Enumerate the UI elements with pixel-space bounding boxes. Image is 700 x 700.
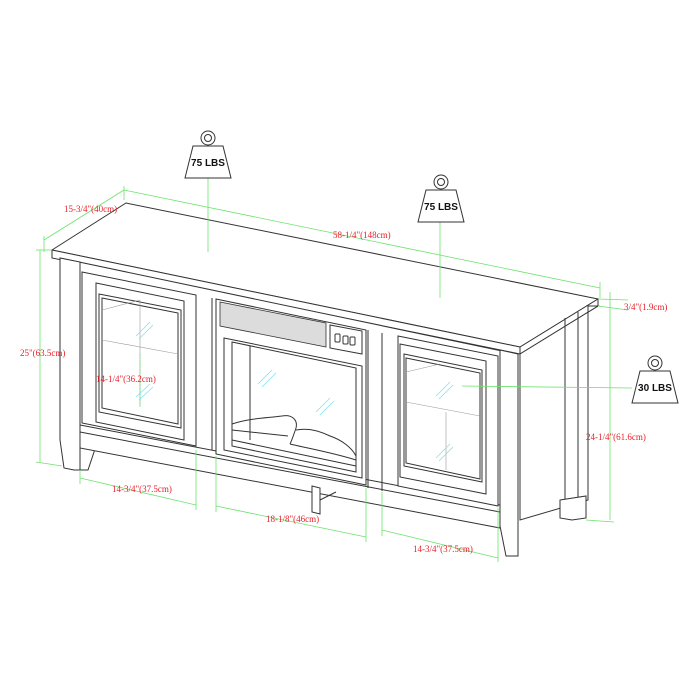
right-front-leg xyxy=(499,349,519,557)
shelf-height-label: 14-1/4"(36.2cm) xyxy=(96,374,156,384)
top-thickness-label: 3/4"(1.9cm) xyxy=(624,302,667,312)
weight-icon-shelf: 30 LBS xyxy=(631,355,679,404)
depth-label: 15-3/4"(40cm) xyxy=(64,204,117,214)
fireplace-logs xyxy=(231,415,357,461)
left-cabinet-width-label: 14-3/4"(37.5cm) xyxy=(112,484,172,494)
fireplace-vent-mesh xyxy=(219,301,327,348)
right-glass-door xyxy=(399,343,487,495)
firebox xyxy=(223,337,363,479)
weight-icon-top-right: 75 LBS xyxy=(417,174,465,223)
right-back-leg xyxy=(559,495,587,521)
weight-limit-label: 75 LBS xyxy=(191,158,225,169)
control-button-2 xyxy=(342,335,349,345)
width-label: 58-1/4"(148cm) xyxy=(333,230,391,240)
control-button-1 xyxy=(334,333,341,343)
weight-limit-label: 30 LBS xyxy=(638,383,672,394)
interior-height-label: 24-1/4"(61.6cm) xyxy=(586,432,646,442)
overall-height-label: 25"(63.5cm) xyxy=(20,348,65,358)
dimension-lines xyxy=(35,178,633,562)
weight-limit-label: 75 LBS xyxy=(424,202,458,213)
center-support xyxy=(311,485,321,515)
right-cabinet-width-label: 14-3/4"(37.5cm) xyxy=(413,544,473,554)
fireplace-width-label: 18-1/8"(46cm) xyxy=(266,514,319,524)
control-button-3 xyxy=(349,336,356,346)
left-front-leg xyxy=(59,257,81,471)
tv-stand-drawing xyxy=(50,202,600,557)
weight-icon-top-left: 75 LBS xyxy=(184,130,232,179)
dimension-labels: 15-3/4"(40cm) 58-1/4"(148cm) 3/4"(1.9cm)… xyxy=(20,204,667,554)
